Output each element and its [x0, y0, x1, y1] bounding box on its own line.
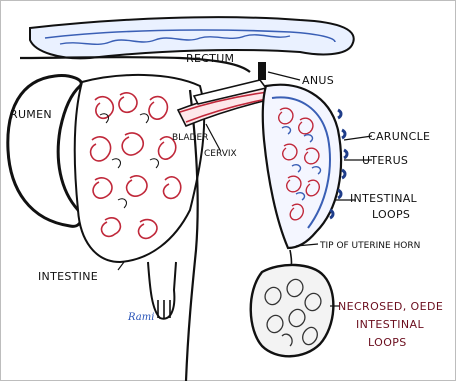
label-rumen: RUMEN	[10, 108, 52, 121]
label-necrosed-3: LOOPS	[368, 336, 407, 349]
label-intestine: INTESTINE	[38, 270, 98, 283]
label-uterus: UTERUS	[362, 154, 408, 167]
label-necrosed-2: INTESTINAL	[356, 318, 424, 331]
label-intestinal-loops-1: INTESTINAL	[350, 192, 418, 205]
intestinal-mass	[75, 75, 204, 262]
label-intestinal-loops-2: LOOPS	[372, 208, 410, 221]
rumen	[8, 76, 81, 227]
uterus	[263, 85, 347, 248]
label-rectum: RECTUM	[186, 52, 234, 65]
necrosed-loops	[251, 250, 334, 356]
artist-signature: Rami	[127, 312, 154, 323]
label-anus: ANUS	[302, 74, 334, 87]
label-necrosed-1: NECROSED, OEDE	[338, 300, 443, 313]
anus-marker	[258, 62, 266, 80]
label-bladder: BLADER	[172, 133, 208, 143]
label-cervix: CERVIX	[204, 149, 237, 159]
label-tip-of-uterine-horn: TIP OF UTERINE HORN	[319, 241, 420, 251]
label-caruncle: CARUNCLE	[368, 130, 430, 143]
